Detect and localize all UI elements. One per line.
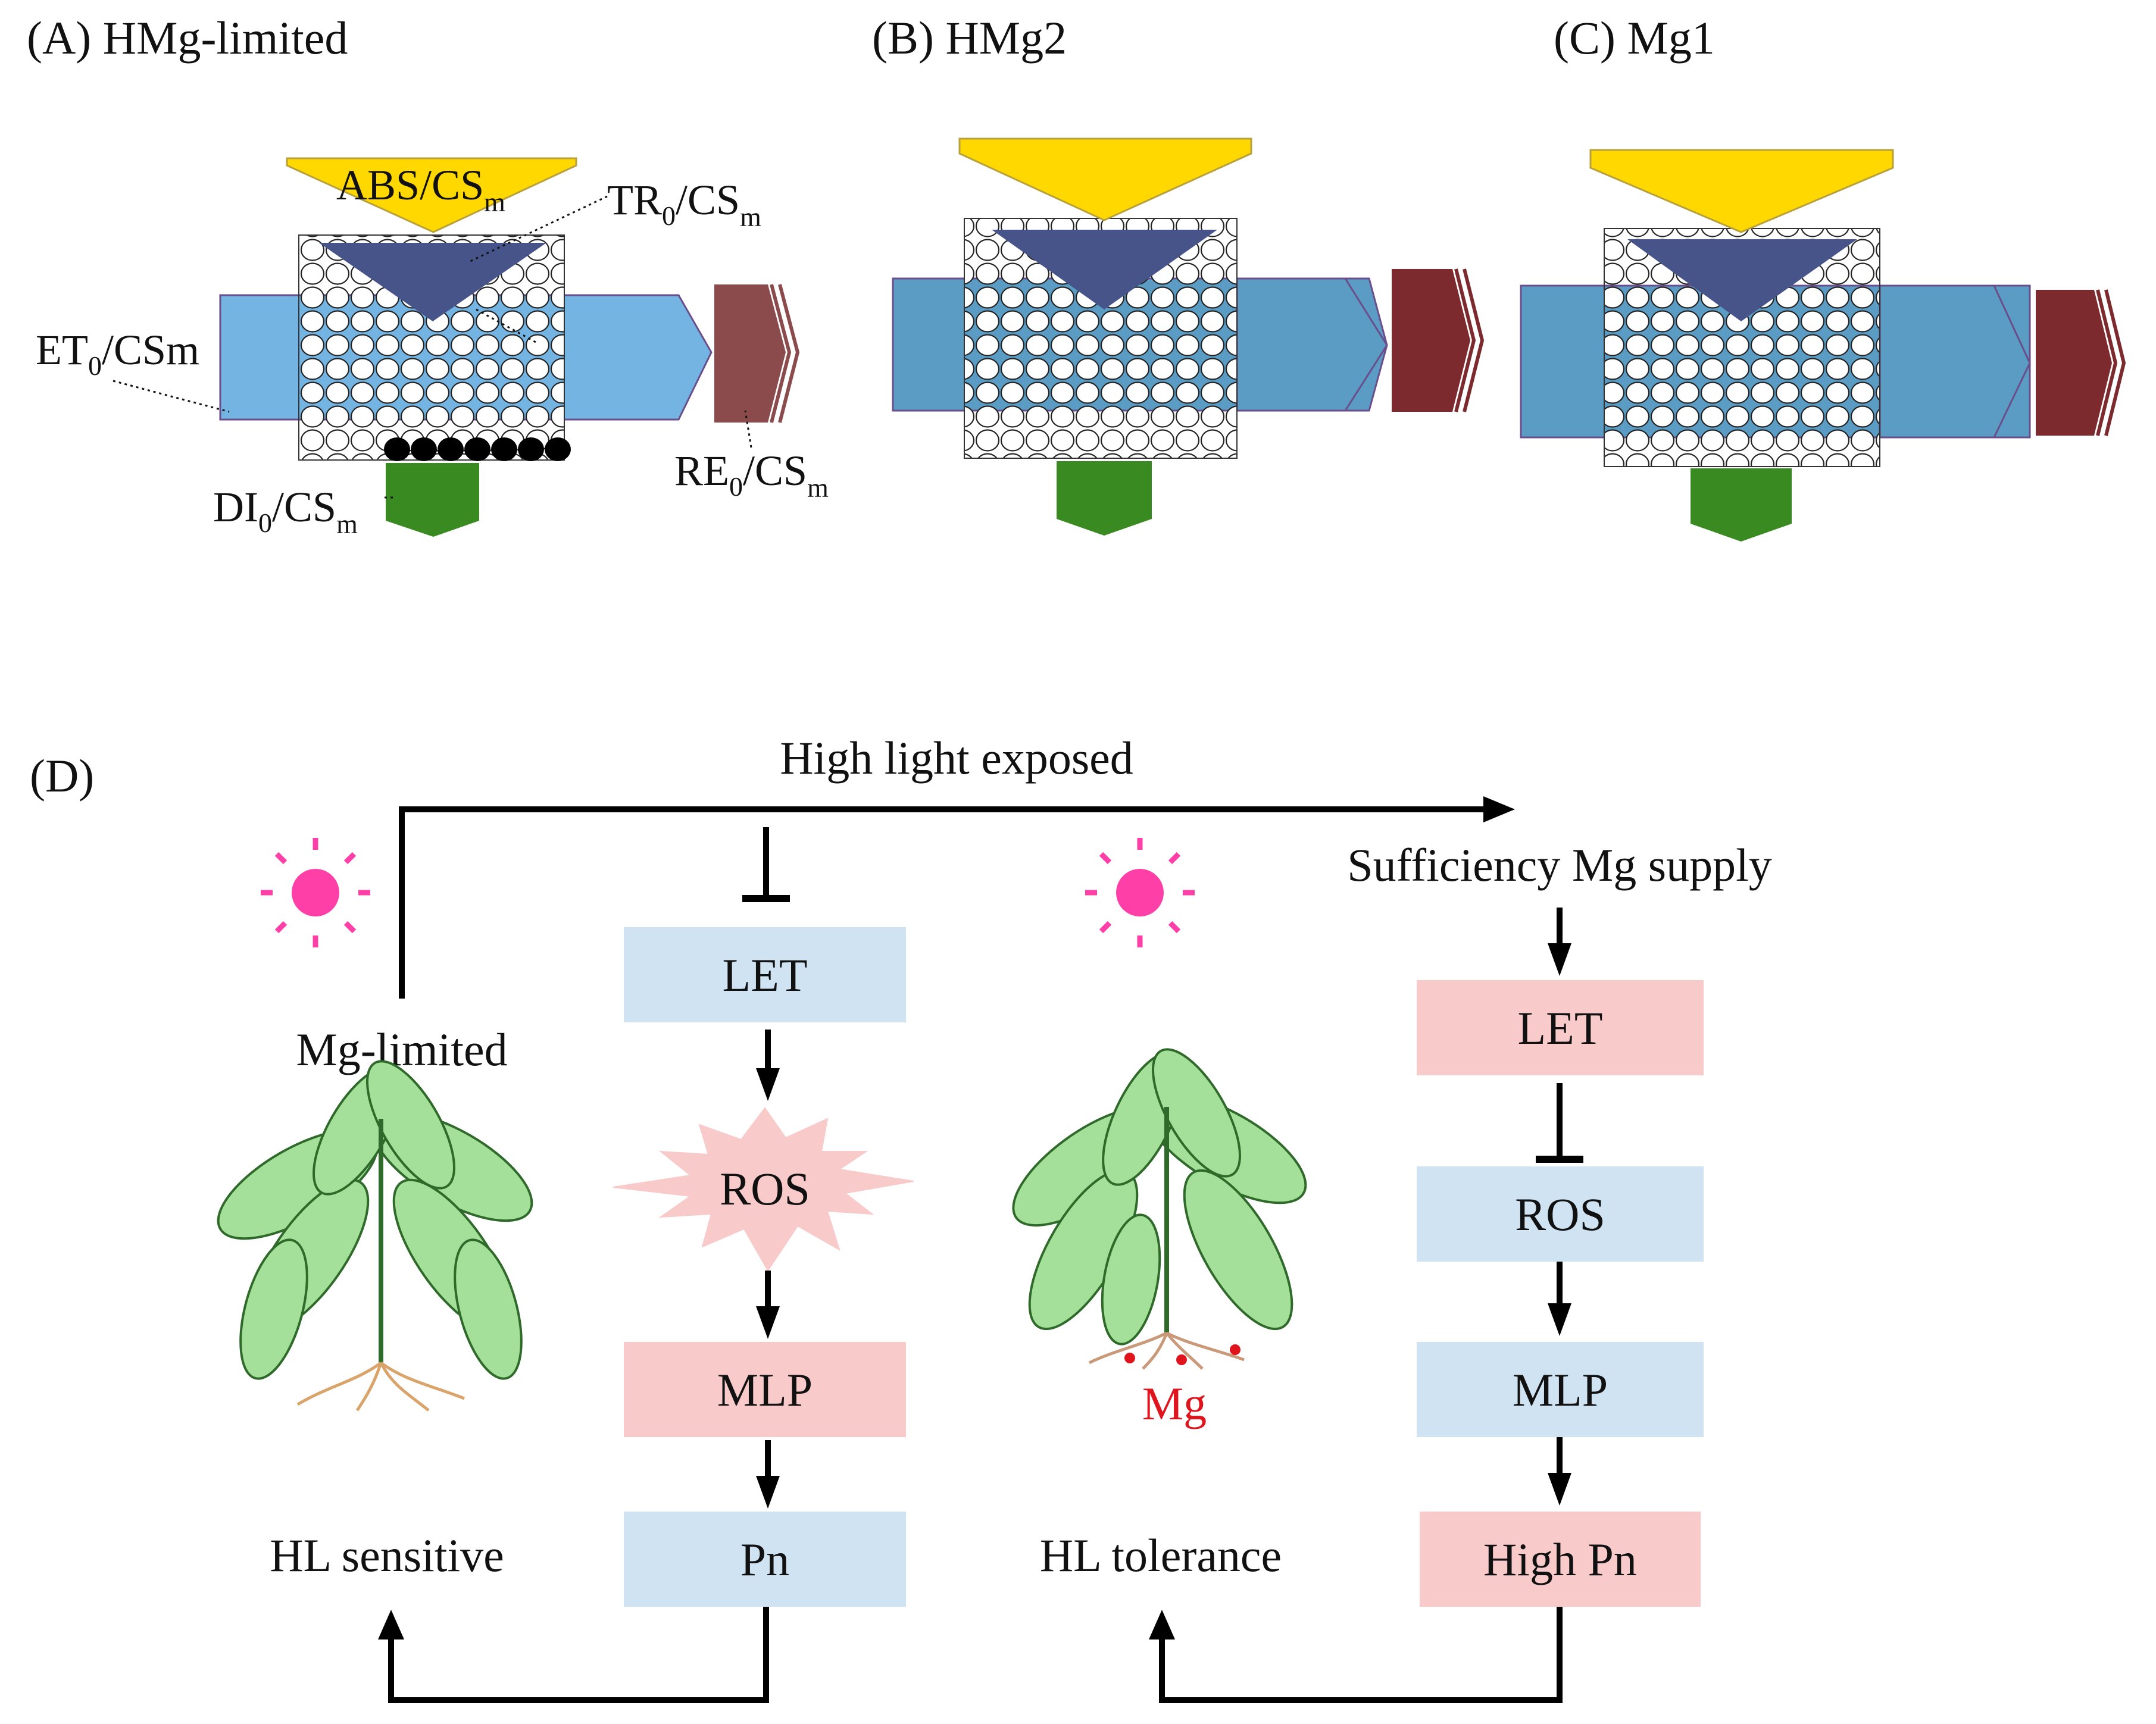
abs-label: ABS/CS — [336, 161, 484, 209]
sun-icon — [1085, 838, 1195, 947]
left-ros-text: ROS — [720, 1163, 810, 1215]
re-chevron-edge — [770, 284, 792, 423]
left-flow-arrows — [756, 1030, 780, 1509]
panel-b: (B) HMg2 — [872, 12, 1485, 536]
re-chevron-edge — [1463, 268, 1485, 412]
top-arrow — [399, 806, 1488, 999]
right-ros-text: ROS — [1515, 1188, 1605, 1240]
tr-label: TR — [607, 176, 662, 224]
re-chevron-edge — [2104, 289, 2126, 436]
right-highpn-text: High Pn — [1483, 1534, 1637, 1585]
root-icon — [296, 1361, 465, 1412]
svg-text:ABS/CSm: ABS/CSm — [336, 161, 505, 217]
left-return-arrow — [388, 1607, 769, 1703]
condition-sufficiency: Sufficiency Mg supply — [1347, 839, 1772, 891]
abs-sub: m — [484, 187, 505, 217]
right-return-arrow — [1159, 1607, 1563, 1703]
condition-mg-limited: Mg-limited — [296, 1024, 507, 1075]
left-mlp-box — [624, 1342, 906, 1437]
abs-funnel — [958, 137, 1252, 221]
left-return-arrow-head — [378, 1610, 404, 1639]
panel-d: (D) High light exposed — [30, 732, 1772, 1703]
right-return-arrow-head — [1149, 1610, 1175, 1639]
panel-c: (C) Mg1 — [1520, 12, 2126, 542]
outcome-hl-tolerance: HL tolerance — [1040, 1529, 1282, 1581]
leader-lines — [113, 195, 752, 499]
panel-c-title: (C) Mg1 — [1554, 12, 1715, 64]
right-let-text: LET — [1518, 1002, 1603, 1054]
re-label: RE — [674, 447, 729, 495]
et-label: ET — [36, 326, 88, 374]
di-label: DI — [213, 483, 258, 531]
svg-text:DI0/CSm: DI0/CSm — [213, 483, 358, 539]
di-pentagon — [386, 463, 479, 537]
right-highpn-box — [1420, 1512, 1701, 1607]
svg-text:ET0/CSm: ET0/CSm — [36, 326, 199, 381]
abs-funnel — [1589, 149, 1894, 233]
top-arrow-head — [1483, 796, 1515, 822]
inhibit-top — [742, 827, 790, 902]
svg-text:TR0/CSm: TR0/CSm — [607, 176, 761, 232]
left-let-box — [624, 927, 906, 1022]
mg-dots — [1124, 1344, 1241, 1365]
left-pn-box — [624, 1512, 906, 1607]
root-icon — [1088, 1331, 1245, 1370]
root-mg-label: Mg — [1142, 1378, 1207, 1429]
plant-icon — [217, 1060, 533, 1380]
inhibit-right — [1536, 1083, 1583, 1163]
panel-d-label: (D) — [30, 750, 94, 802]
left-let-text: LET — [723, 949, 808, 1001]
re-chevron-edge — [1454, 268, 1476, 412]
tr-triangle — [319, 243, 546, 321]
re-chevron-edge — [778, 284, 800, 423]
panel-a-title: (A) HMg-limited — [27, 12, 348, 64]
plant-icon — [1012, 1048, 1307, 1346]
left-pn-text: Pn — [740, 1534, 789, 1585]
abs-funnel — [286, 157, 577, 233]
left-mlp-text: MLP — [717, 1364, 813, 1416]
re-chevron — [714, 284, 786, 423]
tr-triangle — [1627, 239, 1857, 321]
top-arrow-label: High light exposed — [780, 732, 1133, 784]
di-dots — [384, 437, 571, 461]
outcome-hl-sensitive: HL sensitive — [270, 1529, 504, 1581]
re-chevron — [2036, 290, 2112, 436]
panel-a: (A) HMg-limited ABS/CSm TR0/CSm ET0/CSm … — [27, 12, 829, 539]
svg-text:RE0/CSm: RE0/CSm — [674, 447, 829, 503]
right-let-box — [1417, 980, 1704, 1075]
di-pentagon — [1691, 468, 1792, 542]
sun-icon — [261, 838, 370, 947]
re-chevron-edge — [2096, 289, 2118, 436]
panel-b-title: (B) HMg2 — [872, 12, 1067, 64]
right-mlp-text: MLP — [1513, 1364, 1608, 1416]
right-flow-arrows — [1548, 908, 1571, 1506]
re-chevron — [1392, 269, 1470, 412]
right-mlp-box — [1417, 1342, 1704, 1437]
right-ros-box — [1417, 1166, 1704, 1262]
tr-triangle — [992, 230, 1217, 309]
di-pentagon — [1057, 461, 1152, 536]
